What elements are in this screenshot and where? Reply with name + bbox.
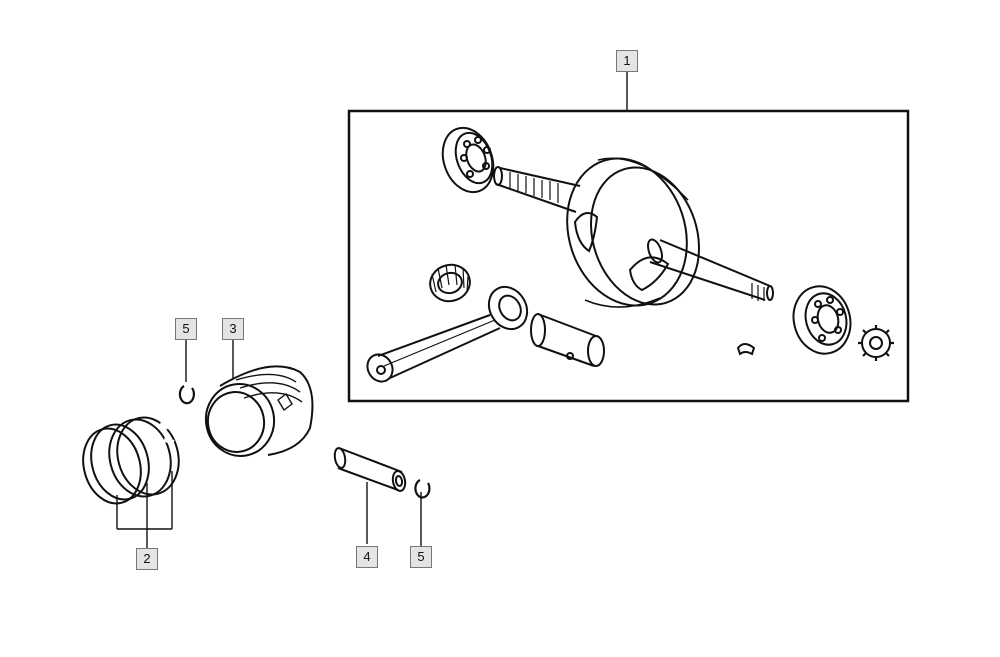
callout-piston-rings[interactable]: 2 bbox=[136, 548, 158, 570]
circlip-left-icon bbox=[178, 385, 196, 405]
connecting-rod-icon bbox=[366, 285, 529, 383]
leader-lines bbox=[116, 72, 628, 550]
callout-piston-pin[interactable]: 4 bbox=[356, 546, 378, 568]
woodruff-key-icon bbox=[736, 343, 756, 356]
callout-circlip-left[interactable]: 5 bbox=[175, 318, 197, 340]
crankshaft-icon bbox=[493, 157, 774, 308]
callout-circlip-right[interactable]: 5 bbox=[410, 546, 432, 568]
piston-icon bbox=[204, 365, 314, 457]
piston-rings-icon bbox=[82, 416, 180, 505]
crank-pin-icon bbox=[530, 313, 605, 367]
drive-gear-icon bbox=[858, 325, 894, 361]
callout-piston[interactable]: 3 bbox=[222, 318, 244, 340]
left-bearing-icon bbox=[441, 126, 495, 194]
right-bearing-icon bbox=[792, 285, 852, 355]
piston-pin-icon bbox=[333, 447, 407, 492]
needle-bearing-icon bbox=[429, 263, 471, 303]
crankshaft-assembly-frame bbox=[347, 109, 910, 403]
circlip-right-icon bbox=[414, 479, 431, 499]
callout-crankshaft-assembly[interactable]: 1 bbox=[616, 50, 638, 72]
